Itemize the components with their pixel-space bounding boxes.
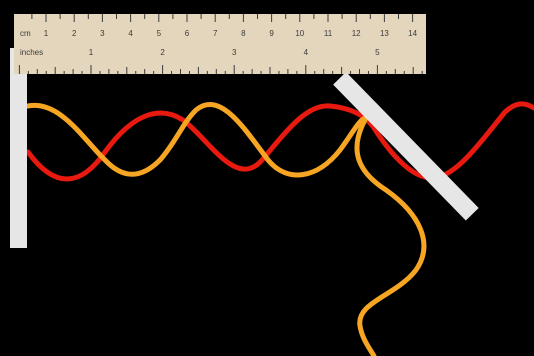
cm-tick-marks	[31, 14, 414, 22]
cm-tick-label: 7	[213, 29, 218, 38]
inch-tick-label: 5	[375, 48, 380, 57]
slanted-barrier-bar	[333, 72, 479, 221]
cm-tick-label: 5	[157, 29, 162, 38]
cm-tick-label: 11	[324, 29, 333, 38]
inch-tick-label: 1	[89, 48, 94, 57]
inch-tick-label: 2	[160, 48, 165, 57]
cm-tick-label: 10	[295, 29, 304, 38]
cm-tick-label: 9	[269, 29, 274, 38]
orange-wave-tail	[354, 115, 427, 356]
inch-tick-label: 3	[232, 48, 237, 57]
cm-tick-label: 14	[408, 29, 417, 38]
inch-tick-marks	[18, 65, 423, 74]
orange-wave	[25, 101, 369, 178]
slanted-barrier	[333, 72, 479, 221]
inch-tick-labels: 1 2 3 4 5	[89, 48, 380, 57]
red-wave	[25, 101, 534, 182]
inch-tick-label: 4	[304, 48, 309, 57]
waves	[25, 101, 534, 356]
cm-tick-label: 2	[72, 29, 77, 38]
left-barrier	[10, 48, 27, 248]
cm-tick-label: 12	[352, 29, 361, 38]
cm-tick-label: 4	[128, 29, 133, 38]
cm-tick-label: 13	[380, 29, 389, 38]
cm-tick-label: 8	[241, 29, 246, 38]
cm-tick-label: 6	[185, 29, 190, 38]
cm-tick-label: 1	[44, 29, 49, 38]
cm-tick-label: 3	[100, 29, 105, 38]
ruler-inches-label: inches	[20, 48, 43, 57]
ruler-cm-label: cm	[20, 29, 31, 38]
ruler-body	[14, 14, 426, 74]
